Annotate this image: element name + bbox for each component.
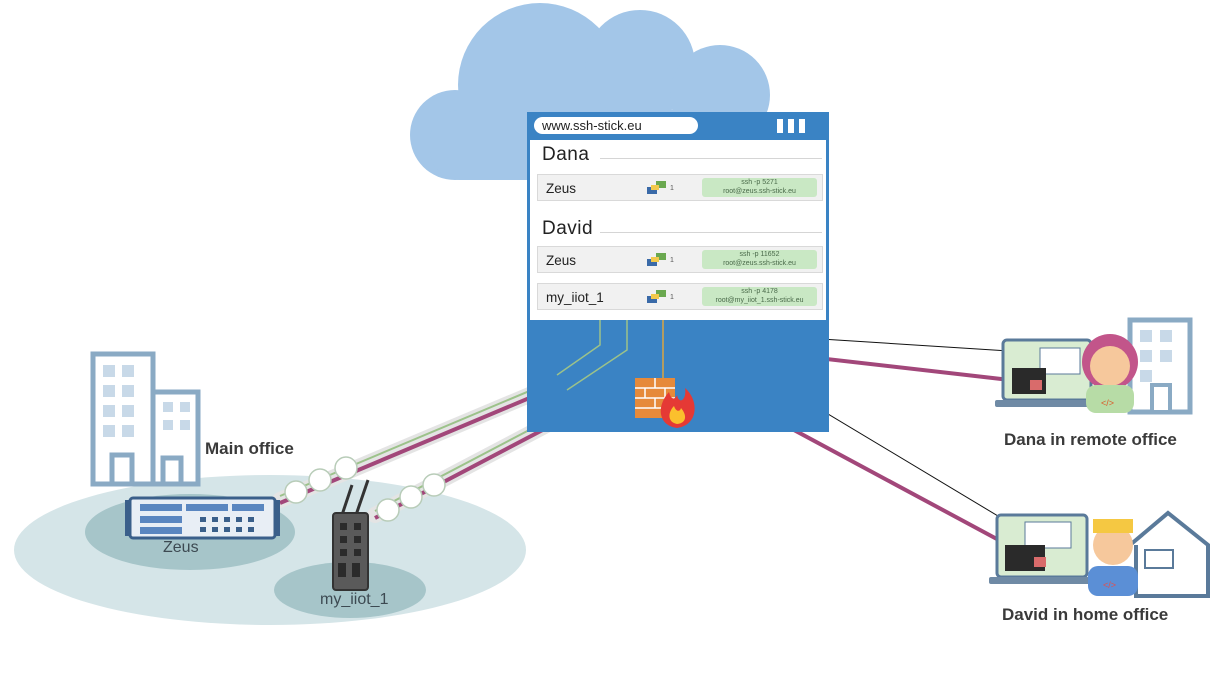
browser-title-bar: www.ssh-stick.eu [527,112,829,140]
network-icon [647,181,666,194]
ssh-command-port: ssh -p 4178 [741,288,778,295]
network-icon [647,253,666,266]
divider [600,232,822,233]
david-home-office-icon: </> [989,510,1210,598]
ssh-command-host: root@zeus.ssh-stick.eu [723,259,796,267]
ssh-command-host: root@zeus.ssh-stick.eu [723,187,796,195]
device-name: my_iiot_1 [546,290,604,305]
zeus-server-icon [125,496,280,540]
ssh-command-host: root@my_iiot_1.ssh-stick.eu [715,296,804,304]
url-bar[interactable]: www.ssh-stick.eu [534,117,698,134]
connection-count: 1 [670,185,674,192]
iiot-device-icon [332,479,370,591]
user-heading-david: David [542,218,594,239]
firewall-icon [635,378,695,428]
network-icon [647,290,666,303]
iiot-label: my_iiot_1 [320,591,389,608]
connection-count: 1 [670,294,674,301]
ssh-command-port: ssh -p 5271 [741,179,778,186]
divider [600,158,822,159]
david-label: David in home office [1002,605,1169,624]
user-heading-dana: Dana [542,144,590,165]
dana-label: Dana in remote office [1004,430,1177,449]
menu-icon[interactable] [777,119,811,133]
dana-remote-office-icon: </> [995,317,1193,415]
ssh-command-port: ssh -p 11652 [739,251,780,258]
ssh-stick-browser-window: www.ssh-stick.eu Dana Zeus 1 ssh -p 5271… [527,112,829,432]
zeus-label: Zeus [163,539,199,556]
device-name: Zeus [546,253,577,268]
main-office-label: Main office [205,439,294,458]
connection-count: 1 [670,257,674,264]
device-name: Zeus [546,181,577,196]
main-office-building-icon [90,351,201,487]
svg-text:</>: </> [1103,580,1116,590]
firewall-area [556,320,695,428]
svg-text:</>: </> [1101,398,1114,408]
